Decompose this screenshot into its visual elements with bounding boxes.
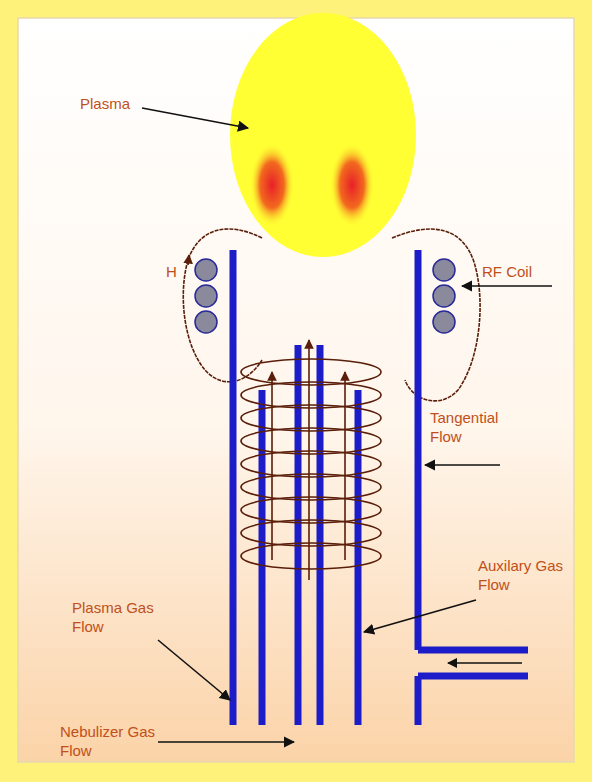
- helix-ring: [241, 474, 381, 500]
- callout-label: Tangential Flow: [430, 408, 530, 446]
- callout-label: Auxilary Gas Flow: [478, 556, 570, 594]
- helix-ring: [241, 405, 381, 431]
- helix-ring: [241, 497, 381, 523]
- helix-ring: [241, 451, 381, 477]
- helix-ring: [241, 543, 381, 569]
- inlet-arrow: [448, 662, 522, 664]
- helix-ring: [241, 382, 381, 408]
- tangential-helix: [241, 359, 381, 569]
- helix-ring: [241, 520, 381, 546]
- leader-arrows: [142, 108, 552, 742]
- callout-label: Nebulizer Gas Flow: [60, 722, 160, 760]
- flow-arrows: [272, 340, 345, 580]
- callout-label: RF Coil: [482, 262, 572, 281]
- rf-coil: [195, 259, 455, 333]
- helix-ring: [241, 428, 381, 454]
- callout-label: Plasma: [80, 94, 150, 113]
- helix-ring: [241, 359, 381, 385]
- callout-label: Plasma Gas Flow: [72, 598, 162, 636]
- torch-tubes: [233, 250, 528, 725]
- plasma-flame: [230, 13, 416, 257]
- callout-label: H: [166, 262, 186, 281]
